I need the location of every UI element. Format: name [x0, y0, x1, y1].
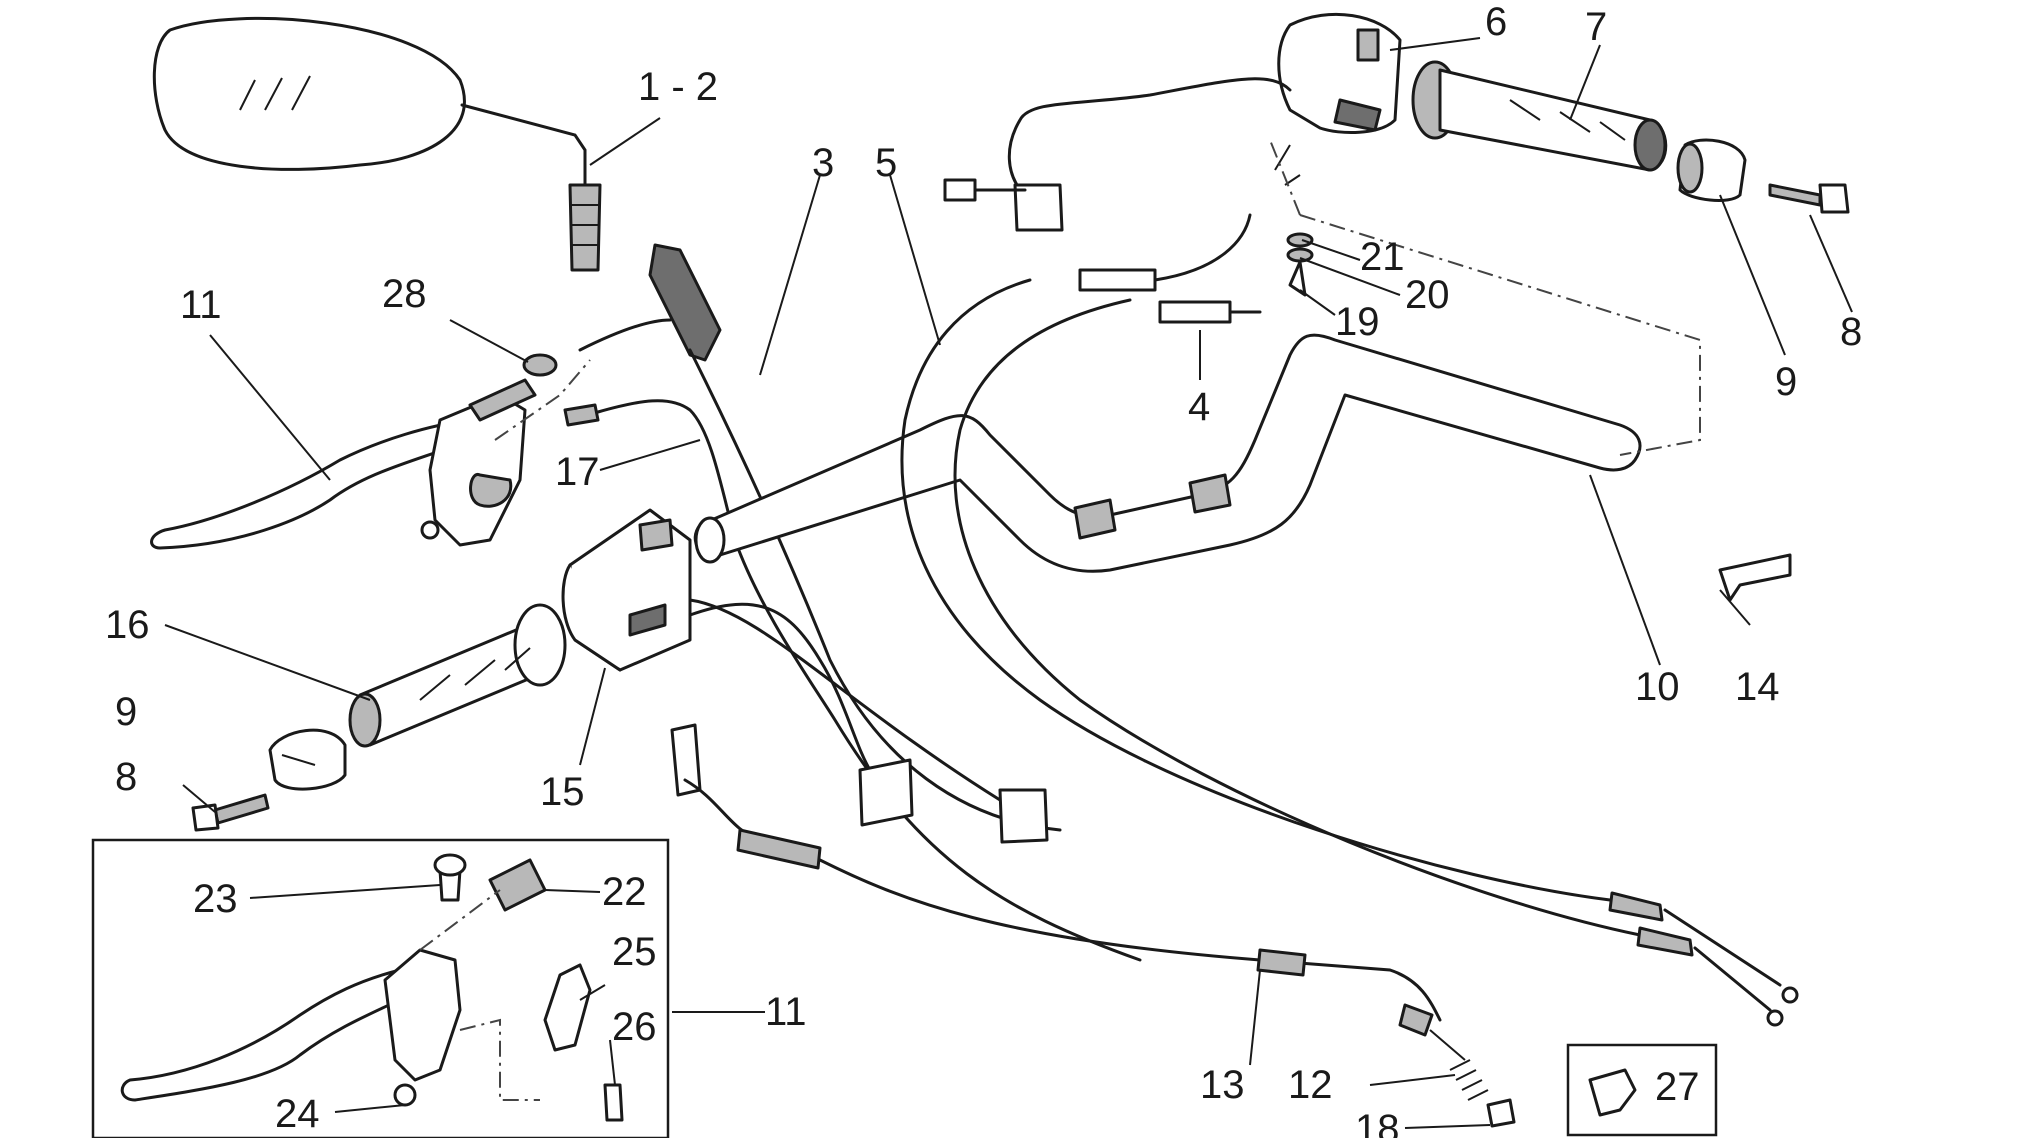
- callout-20: 20: [1405, 273, 1450, 317]
- inset-box-part: [91, 838, 670, 1138]
- nut-28-part: [522, 353, 558, 377]
- cable-13-part: [670, 723, 1516, 1128]
- callout-21: 21: [1360, 235, 1405, 279]
- callout-27: 27: [1655, 1065, 1700, 1109]
- callout-10: 10: [1635, 665, 1680, 709]
- handlebar-part: [693, 333, 1642, 573]
- callout-4: 4: [1188, 385, 1210, 429]
- callout-17: 17: [555, 450, 600, 494]
- bar-end-right-part: [1676, 138, 1850, 214]
- left-switch-15-part: [561, 508, 1049, 844]
- bar-end-left-part: [191, 728, 347, 832]
- callout-9-right: 9: [1775, 360, 1797, 404]
- cable-3-part: [578, 243, 1062, 832]
- callout-15: 15: [540, 770, 585, 814]
- callout-6: 6: [1485, 0, 1507, 44]
- callout-16: 16: [105, 603, 150, 647]
- clip-14-part: [1718, 553, 1792, 602]
- callout-9-left: 9: [115, 690, 137, 734]
- leader-lines: [164, 37, 1853, 1129]
- inset-box-27-part: [1566, 1043, 1718, 1137]
- callout-3: 3: [812, 141, 834, 185]
- callout-18: 18: [1355, 1107, 1400, 1138]
- callout-5: 5: [875, 141, 897, 185]
- callout-25: 25: [612, 930, 657, 974]
- callout-22: 22: [602, 870, 647, 914]
- callout-24: 24: [275, 1092, 320, 1136]
- callout-1-2: 1 - 2: [638, 65, 718, 109]
- callout-13: 13: [1200, 1063, 1245, 1107]
- callout-14: 14: [1735, 665, 1780, 709]
- callout-12: 12: [1288, 1063, 1333, 1107]
- mirror-part: [152, 16, 602, 272]
- callout-7: 7: [1585, 5, 1607, 49]
- callout-23: 23: [193, 877, 238, 921]
- left-grip-16-part: [348, 603, 567, 748]
- callout-26: 26: [612, 1005, 657, 1049]
- throttle-screws-part: [1269, 139, 1701, 456]
- clutch-lever-part: [150, 359, 591, 550]
- callout-19: 19: [1335, 300, 1380, 344]
- cable-17-part: [563, 399, 1142, 962]
- callout-11-top: 11: [180, 283, 222, 327]
- callout-8-right: 8: [1840, 310, 1862, 354]
- throttle-grip-7-part: [1411, 60, 1668, 172]
- callout-11-bottom: 11: [765, 990, 807, 1034]
- callout-28: 28: [382, 272, 427, 316]
- throttle-cables-part: [900, 213, 1799, 1027]
- callout-labels: 1 - 2 3 4 5 6 7 8 8 9 9 10 11 11 12 13 1…: [105, 0, 1862, 1138]
- callout-8-left: 8: [115, 755, 137, 799]
- right-switch-6-part: [943, 12, 1402, 232]
